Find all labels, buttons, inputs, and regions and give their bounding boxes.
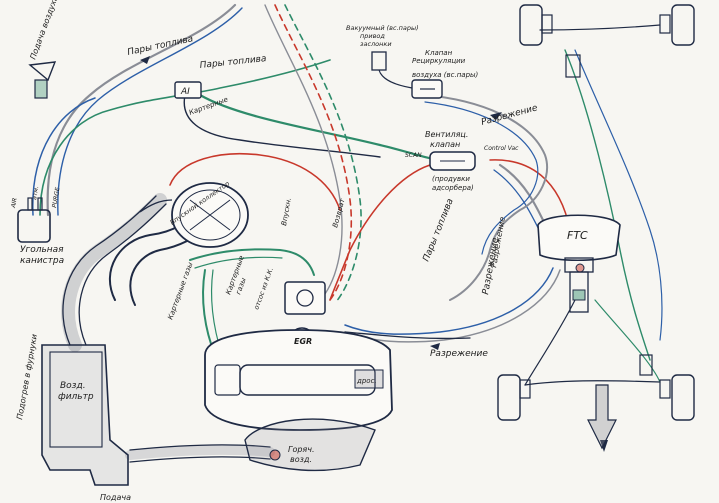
label-vent-purge-1: (продувки	[432, 175, 470, 183]
label-vacuum-actuator-sub: привод	[360, 32, 385, 40]
wheel-top-left	[519, 4, 553, 46]
label-recirc-valve: Клапан	[425, 49, 453, 57]
label-canister-1: Угольная	[20, 245, 64, 255]
green-line-crankcase-left-b	[194, 256, 283, 269]
label-ftc: FTC	[567, 229, 588, 242]
label-egr: EGR	[294, 337, 312, 346]
hot-air-duct-outline	[129, 444, 271, 451]
cylinder-right	[565, 54, 653, 376]
red-loop-throttle	[169, 152, 341, 211]
heat-shield	[244, 418, 376, 472]
label-hot-air-2: возд.	[290, 455, 312, 464]
label-hot-air-1: Горяч.	[288, 445, 315, 454]
air-intake-funnel	[28, 61, 57, 99]
ai-box	[174, 81, 202, 99]
label-air-filter-1: Возд.	[60, 381, 86, 391]
recirc-valve	[411, 79, 443, 99]
ai-box-line	[183, 94, 381, 158]
label-recirc-valve-sub: Рециркуляции	[412, 57, 466, 65]
vacuum-line-ftc	[344, 267, 554, 335]
downward-arrow	[587, 384, 617, 450]
label-atmosphere: атм.	[31, 186, 40, 201]
label-throttle: дрос.	[356, 377, 377, 385]
ink-line-right-top	[539, 24, 661, 31]
arrow-vacuum-bottom	[430, 343, 440, 350]
label-preheat-vertical: Подогрев в фурнуки	[15, 333, 39, 420]
label-vent-valve-1: Вентиляц.	[425, 130, 468, 139]
label-fuel-vapors-mid: Пары топлива	[199, 54, 267, 71]
label-vacuum-right: Разрежение	[480, 103, 539, 128]
hot-air-duct	[125, 444, 275, 460]
label-return: Возврат	[331, 197, 347, 229]
red-line-right	[489, 159, 571, 231]
label-crankcase-4: отсос из К.К.	[252, 267, 275, 311]
fuel-vapor-line-top	[46, 3, 237, 217]
blue-line-right	[574, 49, 663, 341]
label-scan: SCAN	[405, 152, 422, 159]
label-vacuum-actuator-sub2: заслонки	[360, 40, 392, 48]
flow-arrows	[140, 56, 608, 452]
label-air-supply: Подача воздуха	[28, 0, 60, 61]
vacuum-actuator	[371, 51, 413, 89]
fuel-vapor-line-top-inner	[57, 7, 243, 216]
wheel-top-right	[659, 4, 695, 46]
label-control-vac: Control Vac	[484, 145, 519, 152]
corrugated-tube-outline	[62, 195, 157, 346]
vacuum-line-bottom	[344, 331, 471, 340]
fuel-tank-ftc	[537, 214, 621, 313]
arrow-fuel-top	[140, 56, 150, 64]
wheel-bottom-right	[659, 374, 695, 421]
vacuum-line-ftc-b	[344, 269, 561, 343]
ink-line-right-vert2	[594, 299, 661, 383]
vacuum-line-recirc-b	[424, 101, 539, 255]
air-filter-box	[41, 344, 129, 486]
label-vent-purge-2: адсорбера)	[432, 184, 474, 192]
label-fuel-vapors-lower: Пары топлива	[422, 197, 456, 263]
green-line-crankcase-left	[189, 248, 315, 276]
arrow-down-bottom-right	[600, 440, 608, 452]
vent-purge-valve	[429, 151, 476, 171]
label-fuel-vapors-top: Пары топлива	[127, 34, 195, 58]
green-line-canister	[39, 59, 331, 216]
label-air-filter-2: фильтр	[58, 392, 94, 402]
dashed-red-top	[274, 4, 353, 301]
intake-manifold	[204, 329, 393, 431]
ink-line-right-bottom	[524, 380, 661, 386]
arrow-vacuum-right	[490, 112, 502, 120]
label-recirc-valve-sub2: воздуха (вс.пары)	[412, 71, 479, 79]
red-line-vent-throttle	[329, 164, 431, 301]
label-intake-short: Впускн.	[280, 197, 293, 226]
corrugated-tube-outline-b	[78, 203, 167, 346]
green-line-right	[564, 49, 651, 361]
air-housing	[139, 182, 249, 248]
purge-line	[32, 97, 96, 216]
wheel-bottom-left	[497, 374, 531, 421]
label-purge-port: PURGE	[51, 187, 62, 209]
corrugated-tube	[61, 193, 167, 352]
label-vacuum-actuator: Вакуумный (вс.пары)	[346, 24, 419, 32]
label-ai-box: AI	[180, 87, 190, 97]
label-vent-valve-2: клапан	[430, 140, 460, 149]
charcoal-canister	[17, 197, 51, 243]
label-vacuum-bottom: Разрежение	[430, 349, 488, 359]
dashed-gray-top	[264, 4, 343, 299]
green-line-vent	[198, 93, 452, 164]
label-air-port: AIR	[10, 197, 19, 209]
ink-line-right-vert	[524, 299, 576, 386]
vacuum-line-recirc	[424, 94, 548, 301]
label-bottom-cut: Подача	[100, 493, 131, 502]
label-crankcase-3: Картерные газы	[166, 261, 194, 321]
label-canister-2: канистра	[20, 256, 64, 266]
hot-air-duct-outline-b	[129, 456, 271, 463]
